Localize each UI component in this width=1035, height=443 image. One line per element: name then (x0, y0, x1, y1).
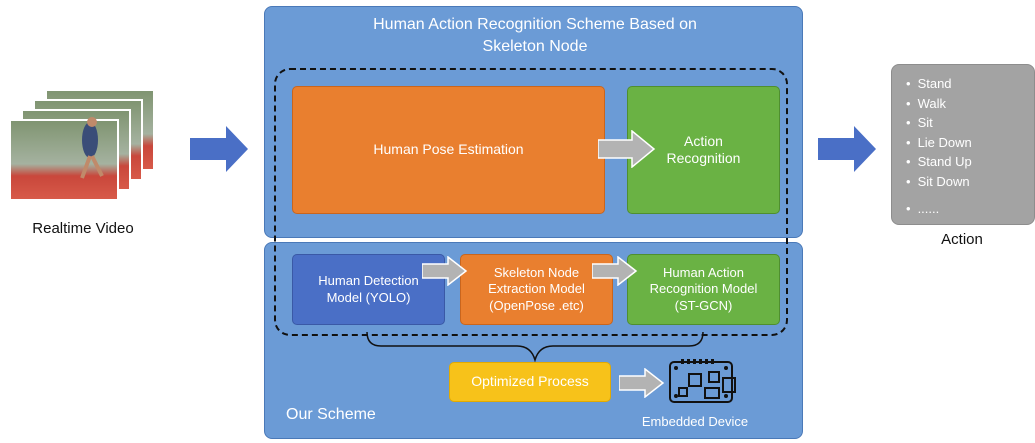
arrow-right-icon (818, 126, 876, 172)
dashed-region (274, 68, 788, 336)
optimized-process-box: Optimized Process (449, 362, 611, 402)
arrow-right-icon (598, 130, 656, 168)
realtime-video-label: Realtime Video (32, 220, 134, 237)
action-list: Stand Walk Sit Lie Down Stand Up Sit Dow… (906, 74, 972, 219)
video-frames (8, 88, 158, 203)
list-item: ...... (906, 199, 972, 219)
pose-estimation-box: Human Pose Estimation (292, 86, 605, 214)
list-item: Sit (906, 113, 972, 133)
action-output-panel: Stand Walk Sit Lie Down Stand Up Sit Dow… (891, 64, 1035, 225)
arrow-right-icon (619, 368, 665, 398)
brace-icon (366, 331, 704, 362)
action-recognition-model-box: Human Action Recognition Model (ST-GCN) (627, 254, 780, 325)
our-scheme-label: Our Scheme (286, 406, 376, 423)
list-item: Sit Down (906, 172, 972, 192)
arrow-right-icon (592, 256, 638, 286)
list-item: Stand (906, 74, 972, 94)
human-detection-box: Human Detection Model (YOLO) (292, 254, 445, 325)
list-item: Lie Down (906, 133, 972, 153)
frame-front (9, 117, 119, 201)
list-item: Walk (906, 94, 972, 114)
arrow-right-icon (190, 126, 248, 172)
embedded-device-label: Embedded Device (641, 414, 749, 429)
circuit-board-icon (669, 359, 736, 403)
arrow-right-icon (422, 256, 468, 286)
scheme-title: Human Action Recognition Scheme Based on… (373, 16, 697, 55)
skeleton-extraction-box: Skeleton Node Extraction Model (OpenPose… (460, 254, 613, 325)
action-label: Action (941, 231, 983, 248)
list-item: Stand Up (906, 152, 972, 172)
